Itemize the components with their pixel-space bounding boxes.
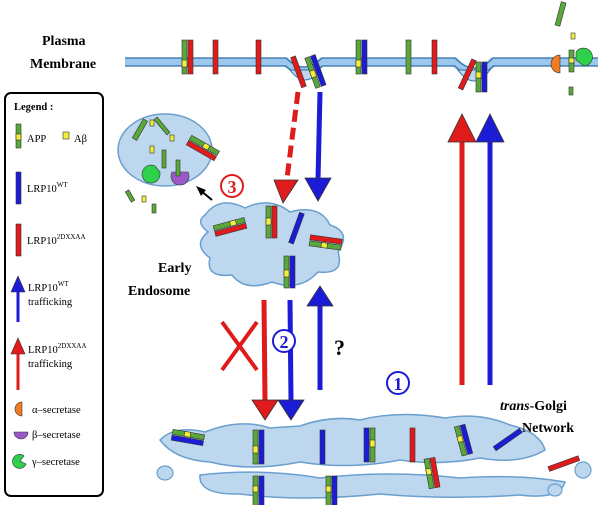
legend-gamma-label: γ–secretase [31, 457, 80, 468]
step-marker-2-number: 2 [280, 332, 289, 352]
legend-title: Legend : [14, 102, 53, 113]
legend-lrp10-mut-swatch [15, 223, 22, 257]
step-marker-1-number: 1 [394, 374, 403, 394]
step-marker-3-number: 3 [228, 177, 237, 197]
legend-lrp10-wt-label: LRP10WT [27, 181, 68, 195]
tgn-label-2: Network [522, 421, 574, 436]
legend-lrp10-mut-label: LRP102DXXAA [27, 233, 86, 247]
legend-mut-trafficking-label-2: trafficking [28, 359, 73, 370]
alpha-secretase-icon [14, 401, 23, 417]
lysosome-vesicle [117, 113, 220, 214]
tgn-label: trans-Golgi [500, 399, 567, 414]
beta-secretase-icon [13, 431, 29, 440]
early-endosome-label-2: Endosome [128, 284, 190, 299]
legend-alpha-label: α–secretase [32, 405, 81, 416]
blocked-pathway-x [220, 320, 259, 372]
legend-wt-trafficking-label-2: trafficking [28, 297, 73, 308]
legend-abeta-label: Aβ [74, 134, 87, 145]
legend: Legend : APP Aβ LRP10WT LRP102DXXAA LRP1… [4, 92, 104, 497]
transport-arrows [196, 91, 505, 421]
plasma-membrane [125, 57, 598, 82]
legend-mut-trafficking-label: LRP102DXXAA [28, 342, 87, 356]
legend-wt-trafficking-label: LRP10WT [28, 280, 69, 294]
early-endosome-proteins [212, 205, 343, 289]
plasma-membrane-label-2: Membrane [30, 57, 96, 72]
question-mark: ? [334, 335, 345, 360]
legend-app-label: APP [27, 134, 46, 145]
legend-lrp10-wt-swatch [15, 171, 22, 205]
membrane-proteins [181, 1, 593, 96]
legend-abeta-swatch [62, 131, 70, 140]
tgn-proteins [170, 423, 581, 507]
early-endosome-label: Early [158, 261, 191, 276]
tgn-label-rest: -Golgi [530, 399, 567, 414]
step-marker-3: 3 [220, 174, 244, 198]
step-marker-2: 2 [272, 329, 296, 353]
tgn-label-italic: trans [500, 399, 530, 414]
plasma-membrane-label: Plasma [42, 34, 86, 49]
legend-beta-label: β–secretase [32, 430, 81, 441]
step-marker-1: 1 [386, 371, 410, 395]
gamma-secretase-icon [12, 454, 27, 469]
